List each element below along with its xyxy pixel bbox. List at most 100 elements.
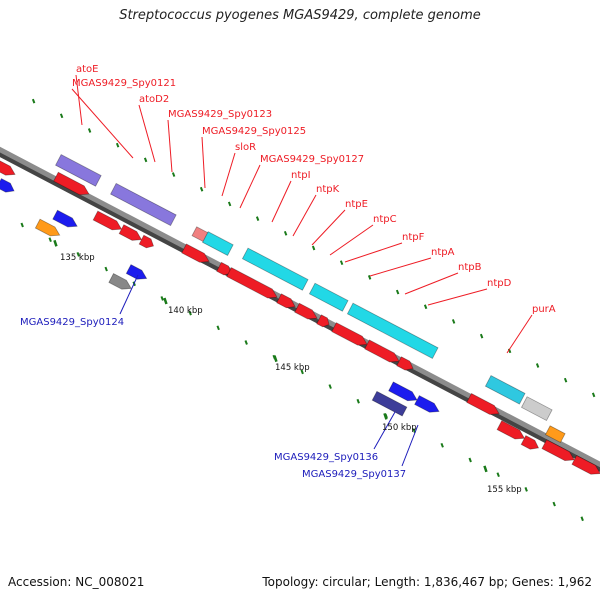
gene-ntpI — [241, 247, 309, 291]
major-tick-mark — [383, 413, 388, 420]
tick-mark — [423, 304, 428, 310]
tick-mark — [227, 201, 232, 207]
scale-label: 145 kbp — [275, 363, 310, 373]
tick-mark — [591, 392, 596, 398]
gene-ntpC — [226, 267, 278, 299]
gene-ntpB — [316, 314, 330, 328]
gene-red-shape — [118, 224, 143, 241]
tick-mark — [496, 472, 500, 478]
gene-label: ntpD — [487, 278, 512, 289]
leader-line — [373, 411, 396, 450]
gene-blue — [0, 178, 15, 193]
gene-label: ntpB — [458, 262, 482, 273]
gene-red — [138, 234, 155, 249]
gene-red — [92, 210, 123, 231]
gene-ntpB-shape — [316, 314, 330, 328]
tick-marks — [20, 98, 596, 522]
gene-purA — [484, 375, 526, 405]
gene-label: ntpA — [431, 247, 455, 258]
gene-label: MGAS9429_Spy0137 — [302, 469, 406, 480]
tick-mark — [199, 186, 204, 192]
major-tick-mark — [163, 297, 168, 305]
gene-ntpE-shape — [346, 302, 439, 359]
tick-mark — [468, 457, 472, 463]
tick-mark — [48, 237, 52, 243]
gene-red-shape — [92, 210, 123, 231]
gene-atoE — [55, 154, 102, 187]
scale-label: 140 kbp — [168, 306, 203, 316]
gene-Spy0136-shape — [371, 390, 408, 417]
gene-ntpK-shape — [308, 282, 349, 312]
gene-label: MGAS9429_Spy0136 — [274, 452, 378, 463]
tick-mark — [283, 230, 288, 236]
tick-mark — [440, 442, 444, 448]
gene-orange-shape — [34, 218, 61, 237]
gene-atoD2-shape — [110, 182, 177, 227]
tick-mark — [104, 266, 108, 272]
gene-Spy0136 — [371, 390, 408, 417]
gene-red-shape — [520, 435, 540, 450]
tick-mark — [216, 325, 220, 331]
gene-label: ntpI — [291, 170, 311, 181]
tick-mark — [356, 398, 360, 404]
leader-line — [221, 152, 236, 197]
gene-label: atoE — [76, 64, 99, 75]
tick-mark — [451, 319, 456, 324]
gene-label: purA — [532, 304, 556, 315]
tick-mark — [563, 377, 568, 383]
gene-label: sloR — [235, 142, 256, 153]
tick-mark — [479, 333, 484, 339]
tick-mark — [535, 363, 540, 368]
tick-mark — [31, 98, 36, 104]
tick-mark — [255, 216, 260, 221]
gene-labels: atoEMGAS9429_Spy0121atoD2MGAS9429_Spy012… — [20, 64, 556, 480]
gene-red-shape — [496, 420, 526, 440]
gene-blue-shape — [52, 209, 78, 228]
gene-Spy0124-shape — [108, 273, 132, 290]
tick-mark — [524, 487, 528, 492]
gene-label: ntpF — [402, 232, 425, 243]
gene-label: MGAS9429_Spy0121 — [72, 78, 176, 89]
gene-Spy0127-shape — [202, 231, 234, 256]
leader-line — [427, 288, 488, 306]
scale-label: 150 kbp — [382, 423, 417, 433]
topology-text: Topology: circular; Length: 1,836,467 bp… — [262, 575, 592, 589]
scale-label: 135 kbp — [60, 253, 95, 263]
gene-orange — [34, 218, 61, 237]
gene-red — [181, 243, 210, 263]
leader-line — [369, 257, 432, 277]
gene-blue-shape — [414, 395, 440, 413]
leader-line — [239, 164, 261, 209]
leader-line — [292, 194, 317, 237]
gene-features — [0, 152, 600, 475]
gene-label: atoD2 — [139, 94, 169, 105]
leader-line — [271, 180, 292, 223]
gene-label: ntpK — [316, 184, 340, 195]
tick-mark — [367, 275, 372, 280]
gene-red — [541, 439, 575, 462]
tick-mark — [311, 245, 316, 251]
gene-red — [496, 420, 526, 440]
gene-ntpA-shape — [294, 302, 318, 320]
gene-red-shape — [466, 392, 500, 415]
tick-mark — [59, 113, 64, 119]
gene-ntpA — [294, 302, 318, 320]
gene-ntpF — [276, 293, 296, 309]
tick-mark — [160, 296, 164, 301]
leader-line — [344, 242, 403, 263]
tick-mark — [115, 142, 120, 148]
gene-red — [118, 224, 143, 241]
gene-ntpC-shape — [226, 267, 278, 299]
tick-mark — [339, 260, 344, 266]
accession-text: Accession: NC_008021 — [8, 575, 145, 589]
gene-ntpD — [331, 322, 368, 346]
gene-ntpE — [346, 302, 439, 359]
leader-line — [75, 74, 83, 126]
major-tick-mark — [53, 239, 58, 247]
tick-mark — [300, 369, 304, 375]
tick-mark — [87, 128, 92, 133]
gene-red-shape — [181, 243, 210, 263]
gene-blue-shape — [388, 381, 418, 402]
